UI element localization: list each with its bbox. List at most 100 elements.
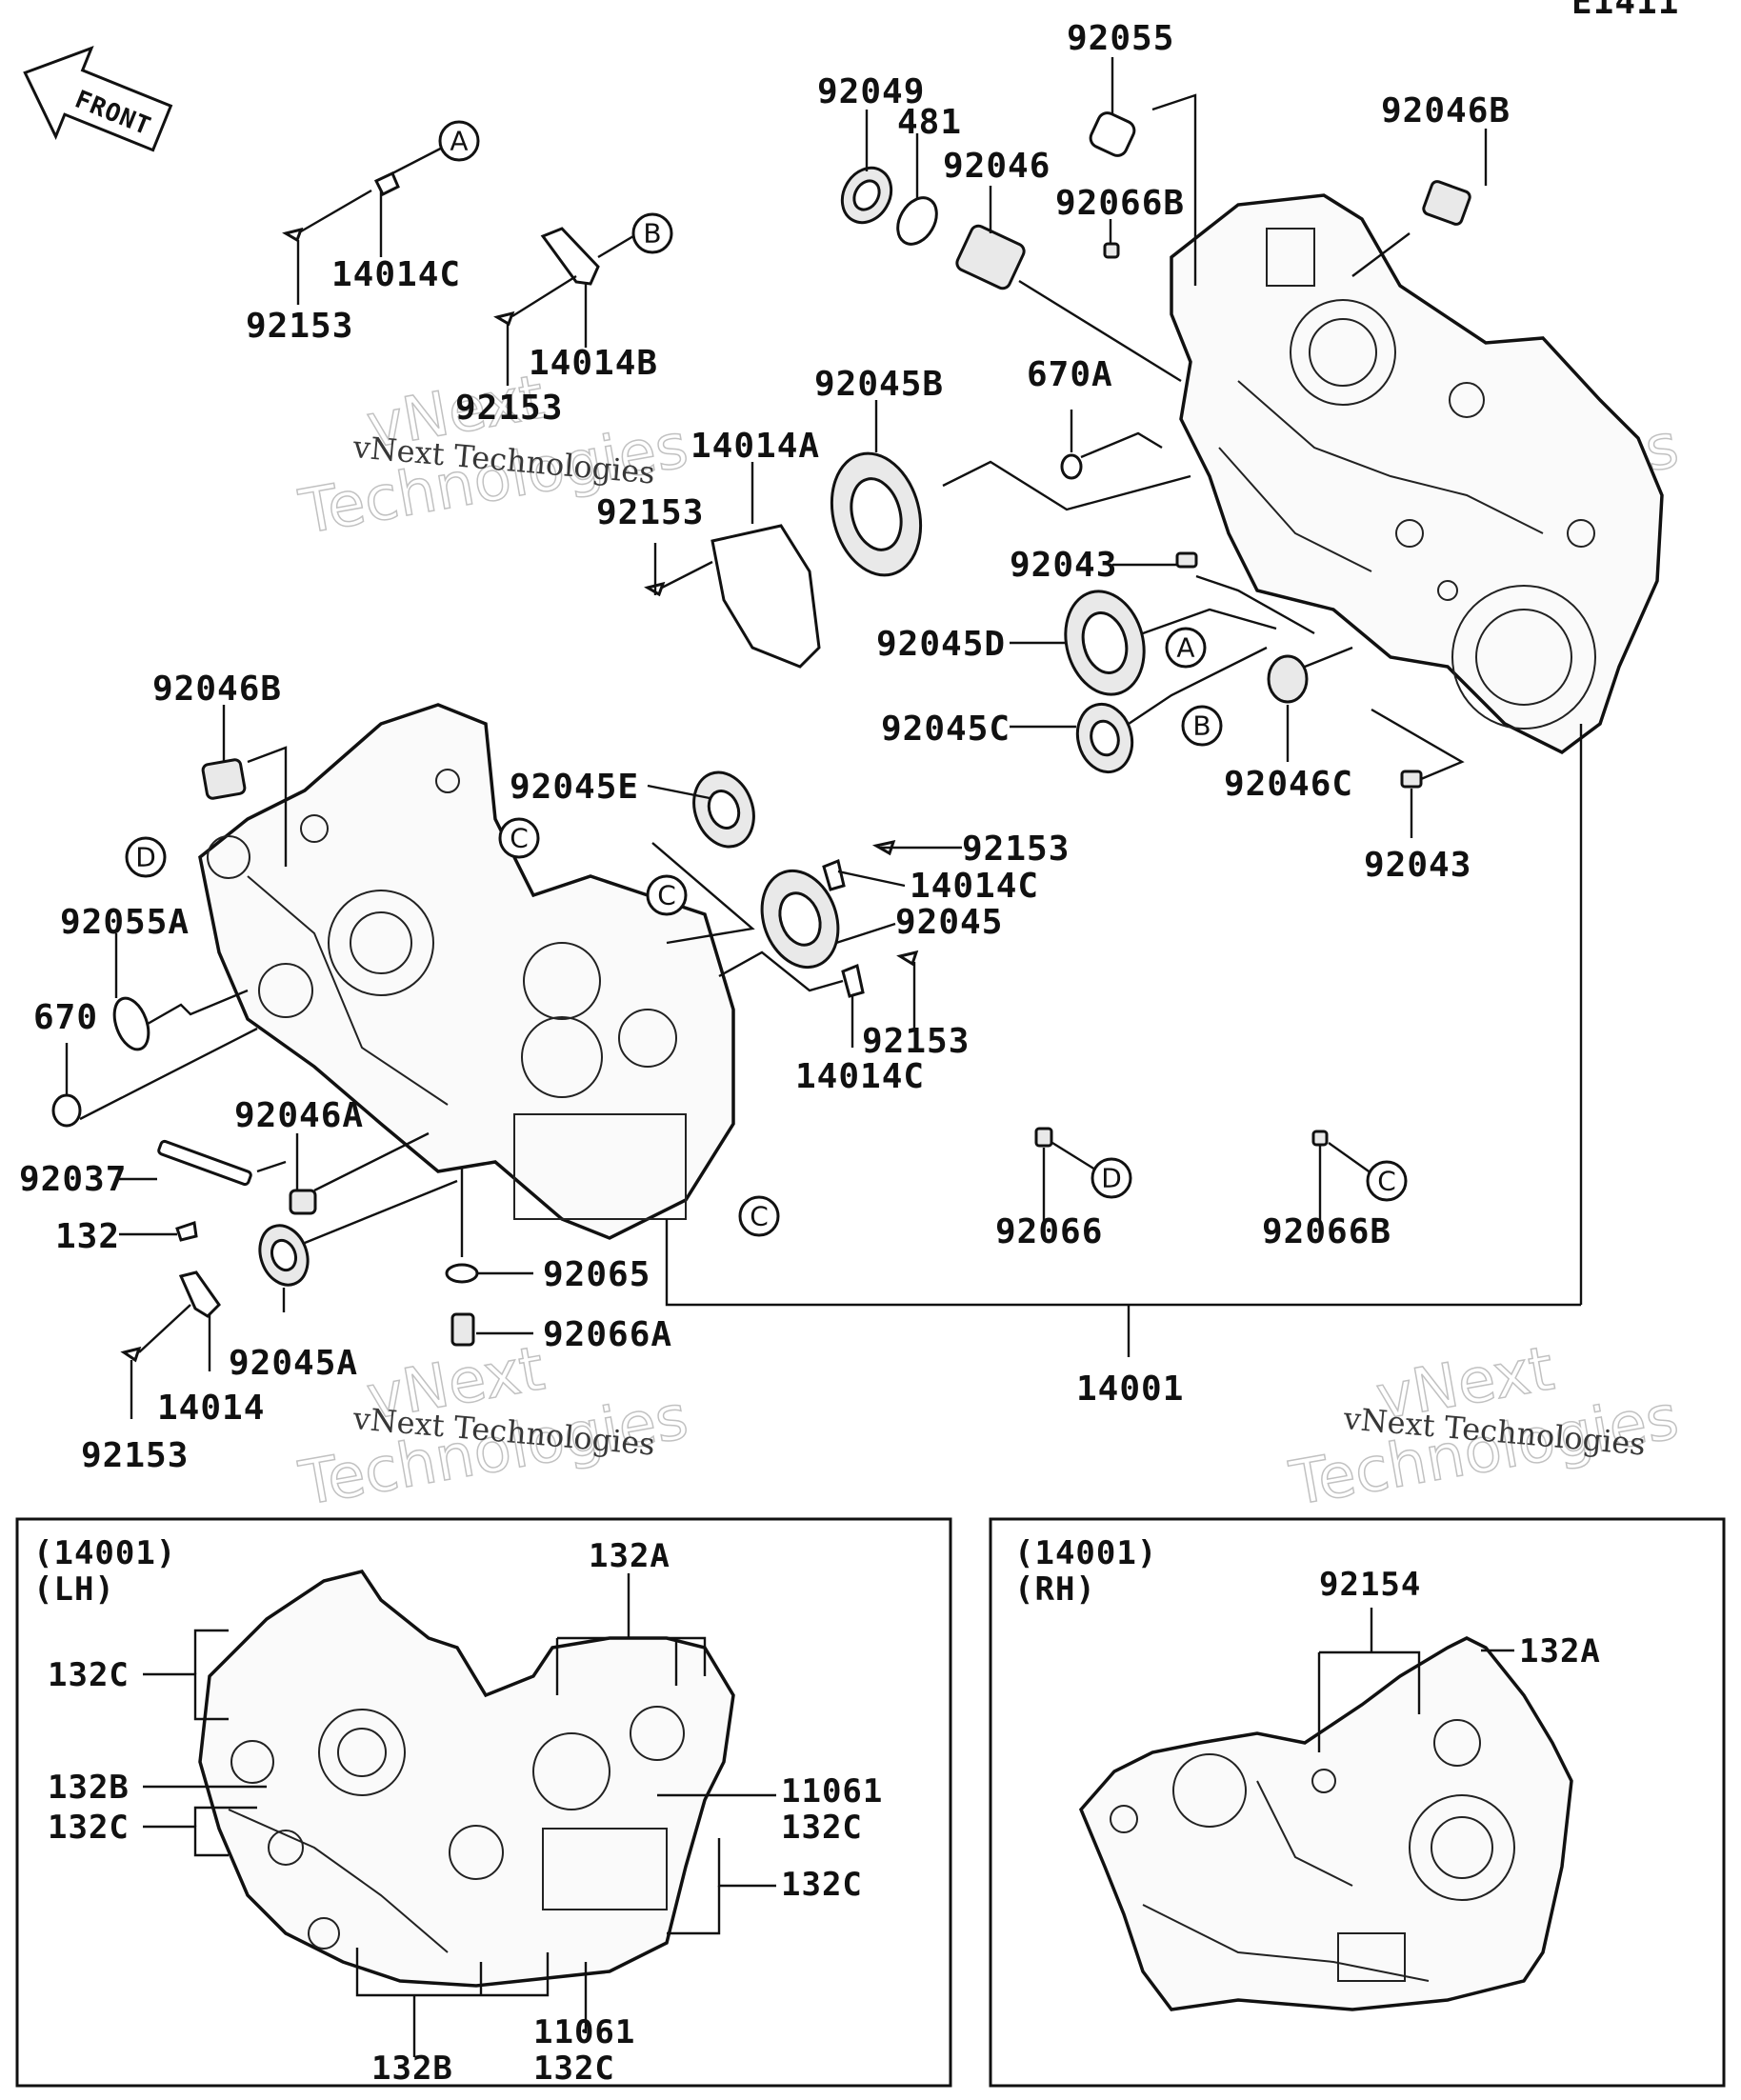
label-92153-c: 92153 <box>596 493 704 532</box>
callout-C-c: C <box>738 1195 780 1237</box>
callout-A-top: A <box>438 120 480 162</box>
watermark-4: vNext Technologies vNext Technologies <box>1284 1333 1684 1521</box>
part-92045A-seal <box>258 1224 310 1287</box>
inset-rh-132A: 132A <box>1519 1632 1601 1670</box>
part-92045C-bearing <box>1075 702 1134 774</box>
part-92046-bearing <box>955 224 1026 290</box>
label-132: 132 <box>55 1217 120 1256</box>
part-92055-oring <box>1089 111 1136 157</box>
label-14014: 14014 <box>157 1389 265 1428</box>
part-92153-screw-e <box>896 950 919 967</box>
label-92066B-top: 92066B <box>1055 184 1185 223</box>
label-92153-d: 92153 <box>962 830 1070 869</box>
svg-text:C: C <box>1377 1166 1396 1197</box>
label-92055: 92055 <box>1067 19 1174 58</box>
label-92043-a: 92043 <box>1010 546 1117 585</box>
label-92045C: 92045C <box>881 710 1011 749</box>
diagram-code: E1411 <box>1571 0 1679 22</box>
label-92046B-top: 92046B <box>1381 91 1511 130</box>
part-132-bolt <box>175 1221 198 1242</box>
label-92153-f: 92153 <box>81 1436 189 1475</box>
inset-lh-11061-a: 11061 <box>781 1772 883 1810</box>
svg-text:C: C <box>510 823 529 854</box>
part-92066B-plug <box>1103 242 1120 259</box>
inset-lh-11061-b: 11061 <box>533 2013 635 2051</box>
part-92066A-drain-plug <box>450 1312 475 1347</box>
svg-text:C: C <box>750 1201 769 1232</box>
label-14001: 14001 <box>1076 1370 1184 1409</box>
label-92046C: 92046C <box>1224 765 1353 804</box>
label-92055A: 92055A <box>60 903 190 942</box>
label-92037: 92037 <box>19 1160 127 1199</box>
part-14014B-bracket <box>540 227 600 286</box>
part-14014C-bracket-low <box>841 963 865 998</box>
label-92066B-low: 92066B <box>1262 1212 1391 1251</box>
label-92049: 92049 <box>817 72 925 111</box>
svg-text:A: A <box>1176 632 1194 664</box>
part-481-circlip <box>896 196 938 246</box>
inset-rh-92154: 92154 <box>1319 1566 1421 1604</box>
inset-lh-132C-e: 132C <box>533 2050 615 2088</box>
part-labels: 92055 92049 481 92046 92046B 92066B 1401… <box>19 19 1511 1475</box>
inset-rh-subtitle: (RH) <box>1014 1570 1096 1609</box>
label-92045: 92045 <box>895 903 1003 942</box>
label-670A: 670A <box>1027 355 1113 394</box>
part-92049-seal <box>840 166 893 225</box>
part-14014-bracket <box>178 1270 221 1318</box>
label-14014A: 14014A <box>690 427 820 466</box>
label-92046A: 92046A <box>234 1096 364 1135</box>
svg-text:B: B <box>643 218 661 250</box>
label-92043-b: 92043 <box>1364 846 1471 885</box>
part-92153-screw-b <box>493 310 515 327</box>
front-arrow-icon: FRONT <box>23 46 173 152</box>
svg-text:C: C <box>657 880 676 911</box>
label-92153-b: 92153 <box>455 389 563 428</box>
part-14014A-cover <box>710 524 821 669</box>
inset-lh-132B-a: 132B <box>48 1769 130 1807</box>
part-92066-plug <box>1034 1127 1053 1148</box>
label-14014C-mid: 14014C <box>910 867 1039 906</box>
part-92045E-bearing <box>692 770 755 849</box>
inset-rh-title: (14001) <box>1014 1534 1157 1572</box>
inset-rh-panel: (14001) (RH) 92154 132A <box>989 1517 1726 2088</box>
part-92046C-bearing <box>1267 654 1309 704</box>
crankcase-right-half <box>1170 193 1664 755</box>
part-92045B-bearing <box>830 451 923 577</box>
callout-D-low: D <box>1091 1157 1132 1199</box>
part-670A-oring <box>1060 453 1083 480</box>
inset-lh-title: (14001) <box>33 1534 176 1572</box>
part-92045D-bearing <box>1064 590 1146 696</box>
inset-lh-panel: (14001) (LH) 132A 132C 132B 132C 11061 <box>15 1517 952 2088</box>
label-92065: 92065 <box>543 1255 650 1294</box>
callout-A-mid: A <box>1165 627 1207 669</box>
svg-text:D: D <box>1101 1163 1122 1194</box>
inset-lh-132C-d: 132C <box>781 1866 863 1904</box>
part-92046B-bearing-top <box>1422 180 1471 226</box>
part-92046B-bearing-left <box>201 758 247 800</box>
part-92043-dowel-a <box>1175 551 1198 569</box>
callout-C-a: C <box>498 817 540 859</box>
label-14014B: 14014B <box>529 344 658 383</box>
label-92045E: 92045E <box>510 768 639 807</box>
label-92045B: 92045B <box>814 365 944 404</box>
crankcase-left-half <box>198 703 735 1240</box>
inset-lh-132C-b: 132C <box>48 1809 130 1847</box>
part-92045-bearing <box>760 869 840 970</box>
inset-lh-132B-b: 132B <box>371 2050 453 2088</box>
callout-B-mid: B <box>1181 705 1223 747</box>
svg-text:B: B <box>1192 710 1211 742</box>
leader-lines <box>65 57 1583 1419</box>
label-14014C-low: 14014C <box>795 1057 925 1096</box>
part-14014C-bracket-top <box>373 170 400 197</box>
label-481: 481 <box>897 103 962 142</box>
part-92153-screw-f <box>120 1346 142 1363</box>
inset-lh-132C-a: 132C <box>48 1656 130 1694</box>
label-92046B-left: 92046B <box>152 670 282 709</box>
label-92066: 92066 <box>995 1212 1103 1251</box>
part-92043-dowel-b <box>1400 770 1423 789</box>
callout-C-d: C <box>1366 1160 1408 1202</box>
callout-C-b: C <box>646 874 688 916</box>
label-92045D: 92045D <box>876 625 1006 664</box>
part-92066B-plug-low <box>1311 1130 1329 1147</box>
svg-text:A: A <box>450 126 468 157</box>
